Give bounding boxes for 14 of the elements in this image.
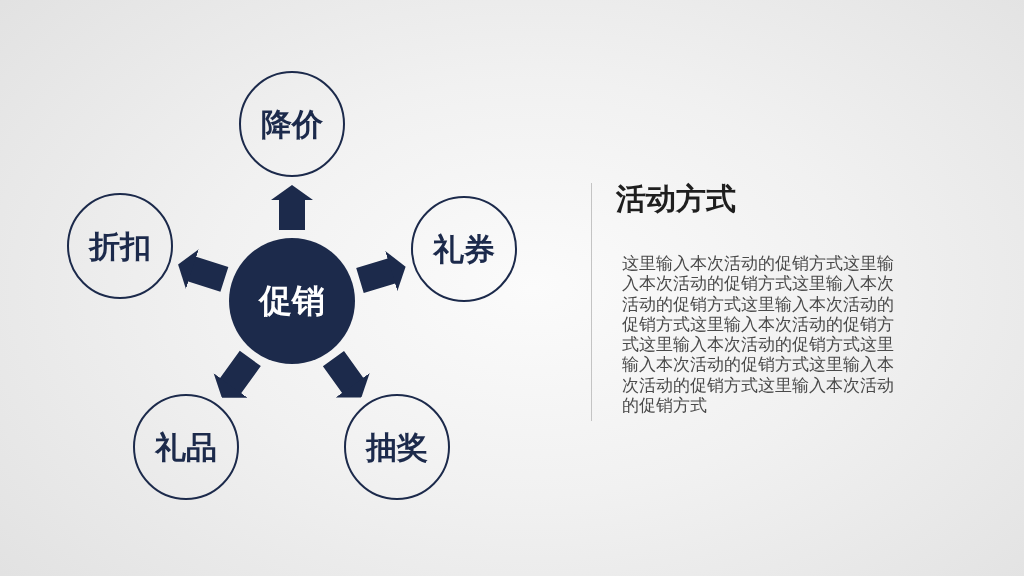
panel-heading: 活动方式: [616, 181, 736, 217]
circle-node: [344, 394, 450, 500]
node-label: 降价: [261, 106, 323, 142]
body-paragraph: 这里输入本次活动的促销方式这里输入本次活动的促销方式这里输入本次活动的促销方式这里输入本次活动的促销方式这里输入本次活动的促销方式这里输入本次活动的促销方式这里输入本次活动的促销方式这里输入本次活动的促销方式这里输入本次活动的促销方式: [622, 253, 895, 416]
block-arrow: [271, 185, 313, 230]
node-label: 折扣: [89, 228, 151, 264]
circle-node: [239, 71, 345, 177]
circle-node: [133, 394, 239, 500]
node-label: 抽奖: [366, 429, 428, 465]
node-label: 促销: [259, 282, 325, 320]
node-label: 礼品: [155, 429, 217, 465]
circle-node: [411, 196, 517, 302]
circle-node: [67, 193, 173, 299]
node-label: 礼券: [433, 231, 495, 267]
